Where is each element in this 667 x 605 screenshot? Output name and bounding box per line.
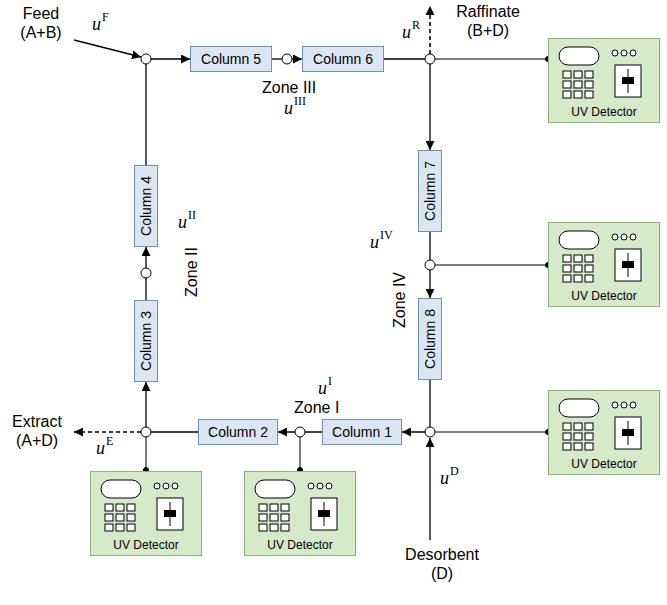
junction [425, 260, 435, 270]
velocity-index: II [188, 208, 196, 222]
column-box: Column 6 [302, 46, 384, 72]
raffinate-outlet [429, 6, 431, 54]
velocity-symbol: u [284, 98, 293, 120]
column-label: Column 4 [138, 176, 154, 236]
stream-label: Raffinate (B+D) [442, 2, 534, 40]
column-box: Column 1 [322, 419, 402, 445]
velocity-index: D [450, 464, 459, 478]
column-label: Column 2 [208, 424, 268, 440]
flow-connector [384, 59, 430, 150]
velocity-symbol: u [370, 232, 379, 254]
stream-label: Extract (A+D) [4, 412, 70, 450]
velocity-symbol: u [178, 212, 187, 234]
velocity-symbol: u [402, 22, 411, 44]
velocity-symbol: u [440, 468, 449, 490]
velocity-index: R [412, 18, 420, 32]
junction [141, 54, 151, 64]
zone-label: Zone IV [390, 272, 409, 328]
desorbent-inlet [429, 438, 430, 540]
stream-label: Feed (A+B) [8, 4, 74, 42]
column-label: Column 8 [422, 309, 438, 369]
feed-inlet [74, 40, 141, 57]
column-label: Column 7 [422, 161, 438, 221]
column-label: Column 6 [313, 51, 373, 67]
column-label: Column 1 [332, 424, 392, 440]
velocity-index: I [328, 374, 332, 388]
velocity-symbol: u [96, 438, 105, 460]
velocity-symbol: u [318, 378, 327, 400]
detector-label: UV Detector [549, 457, 659, 471]
column-box: Column 5 [190, 46, 272, 72]
stream-label: Desorbent (D) [392, 545, 492, 583]
uv-detector: UV Detector [90, 471, 202, 556]
column-box: Column 2 [198, 419, 278, 445]
uv-detector: UV Detector [548, 38, 660, 123]
junction [282, 54, 292, 64]
detector-taps [144, 57, 551, 473]
velocity-index: III [294, 94, 306, 108]
velocity-index: F [102, 10, 109, 24]
detector-label: UV Detector [245, 538, 355, 552]
velocity-index: E [106, 434, 113, 448]
junction [295, 427, 305, 437]
column-box: Column 7 [418, 150, 442, 232]
zone-label: Zone III [262, 78, 316, 97]
junction [425, 54, 435, 64]
uv-detector: UV Detector [548, 390, 660, 475]
flow-connector [146, 382, 198, 432]
extract-outlet [74, 431, 141, 433]
uv-detector: UV Detector [548, 222, 660, 307]
column-box: Column 3 [134, 300, 158, 382]
junction [141, 268, 151, 278]
junction [141, 427, 151, 437]
flow-connector [402, 380, 430, 432]
column-label: Column 3 [138, 311, 154, 371]
zone-label: Zone II [182, 247, 201, 297]
detector-label: UV Detector [91, 538, 201, 552]
column-box: Column 4 [134, 165, 158, 247]
velocity-index: IV [380, 228, 393, 242]
velocity-symbol: u [92, 14, 101, 36]
column-box: Column 8 [418, 298, 442, 380]
zone-label: Zone I [294, 398, 339, 417]
column-label: Column 5 [201, 51, 261, 67]
detector-label: UV Detector [549, 105, 659, 119]
uv-detector: UV Detector [244, 471, 356, 556]
flow-connector [146, 59, 190, 165]
detector-label: UV Detector [549, 289, 659, 303]
junction [425, 427, 435, 437]
